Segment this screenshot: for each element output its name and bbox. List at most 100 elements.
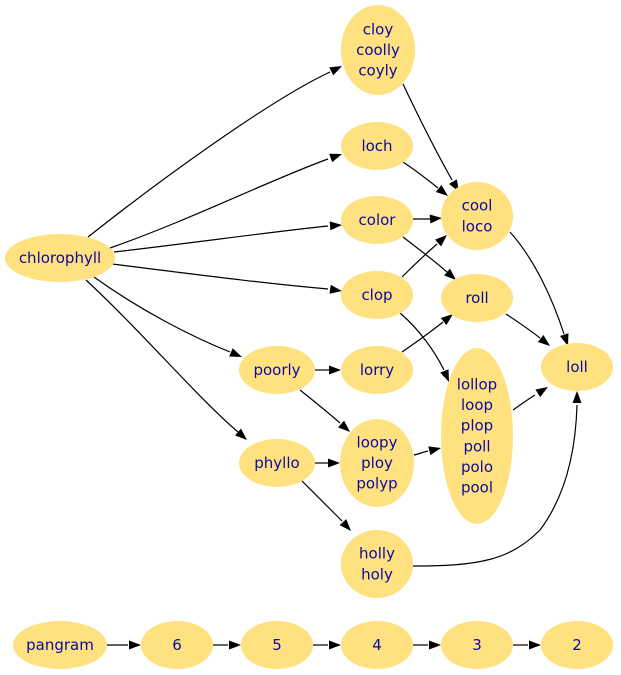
edge-line (85, 279, 239, 433)
node-label: ploy (361, 454, 393, 472)
edge-holly-to-loll (412, 391, 582, 567)
arrowhead (440, 314, 453, 326)
edge-chlorophyll-to-color (113, 221, 342, 253)
edge-loch-to-cool (402, 161, 448, 196)
arrowhead (435, 184, 448, 196)
node-n4: 4 (341, 621, 413, 669)
node-ellipse (541, 621, 613, 669)
node-label: 6 (172, 636, 182, 654)
node-label: plop (461, 417, 493, 435)
arrowhead (572, 391, 582, 403)
node-loll: loll (541, 343, 613, 391)
node-label: pangram (26, 636, 94, 654)
edge-line (512, 394, 536, 411)
node-ellipse (341, 5, 415, 95)
node-ellipse (239, 439, 315, 487)
node-ellipse (341, 122, 413, 170)
edge-line (109, 158, 329, 249)
node-label: clop (361, 286, 392, 304)
node-label: phyllo (254, 454, 299, 472)
node-label: coolly (356, 41, 400, 59)
edge-n4-to-n3 (413, 640, 441, 650)
node-ellipse (441, 621, 513, 669)
edge-color-to-cool (412, 214, 442, 224)
node-label: polo (461, 458, 493, 476)
edge-line (402, 83, 453, 181)
edge-clop-to-lollop (399, 312, 449, 382)
arrowhead (129, 640, 141, 650)
node-label: chlorophyll (19, 249, 101, 267)
nodes-layer: chlorophyllcloycoollycoylylochcolorclopc… (5, 5, 613, 669)
node-label: loch (361, 137, 392, 155)
node-ellipse (5, 234, 115, 282)
edge-line (401, 243, 438, 278)
edge-lollop-to-loll (512, 387, 548, 411)
node-ellipse (141, 621, 213, 669)
edge-chlorophyll-to-phyllo (85, 279, 247, 440)
edge-line (93, 276, 231, 353)
arrowhead (329, 221, 342, 231)
node-label: cool (462, 197, 493, 215)
edge-pangram-to-n6 (107, 640, 141, 650)
node-ellipse (341, 196, 413, 244)
node-label: holly (359, 545, 395, 563)
node-ellipse (341, 271, 413, 319)
arrowhead (428, 446, 441, 456)
node-ellipse (441, 348, 513, 524)
edge-phyllo-to-holly (301, 480, 351, 531)
arrowhead (435, 235, 447, 247)
edge-roll-to-loll (505, 313, 550, 346)
node-ellipse (239, 346, 315, 394)
node-ellipse (13, 621, 107, 669)
edge-chlorophyll-to-clop (111, 263, 342, 294)
arrowhead (444, 268, 456, 280)
edge-line (412, 404, 578, 567)
arrowhead (429, 640, 441, 650)
edge-line (111, 263, 329, 290)
node-lorry: lorry (341, 346, 413, 394)
arrowhead (529, 640, 541, 650)
node-ellipse (341, 530, 413, 598)
node-label: polyp (356, 475, 397, 493)
arrowhead (440, 369, 449, 382)
node-label: roll (465, 289, 488, 307)
node-label: 3 (472, 636, 482, 654)
node-label: loopy (357, 433, 398, 451)
node-ellipse (241, 621, 313, 669)
edge-n5-to-n4 (313, 640, 341, 650)
node-ellipse (341, 346, 413, 394)
edge-phyllo-to-loopy (315, 458, 340, 468)
node-loopy: loopy ploy polyp (340, 419, 414, 507)
node-label: 2 (572, 636, 582, 654)
node-pangram: pangram (13, 621, 107, 669)
arrowhead (535, 387, 548, 398)
node-label: pool (461, 479, 493, 497)
arrowhead (338, 420, 350, 432)
edge-line (87, 71, 331, 238)
edge-line (113, 225, 329, 253)
node-ellipse (341, 621, 413, 669)
node-chlorophyll: chlorophyll (5, 234, 115, 282)
edge-line (509, 231, 565, 335)
node-label: poll (463, 437, 490, 455)
arrowhead (429, 214, 442, 224)
arrowhead (235, 428, 247, 440)
node-n2: 2 (541, 621, 613, 669)
node-holly: holly holy (341, 530, 413, 598)
node-ellipse (340, 419, 414, 507)
arrowhead (329, 640, 341, 650)
edge-line (399, 312, 445, 371)
node-n6: 6 (141, 621, 213, 669)
node-label: color (359, 211, 397, 229)
node-label: loop (461, 396, 493, 414)
node-label: holy (361, 565, 393, 583)
edge-color-to-roll (402, 236, 456, 280)
edge-chlorophyll-to-loch (109, 153, 342, 249)
edge-poorly-to-lorry (314, 365, 341, 375)
edge-line (505, 313, 541, 339)
edge-n6-to-n5 (213, 640, 241, 650)
node-ellipse (441, 182, 513, 250)
edge-poorly-to-loopy (299, 389, 350, 432)
